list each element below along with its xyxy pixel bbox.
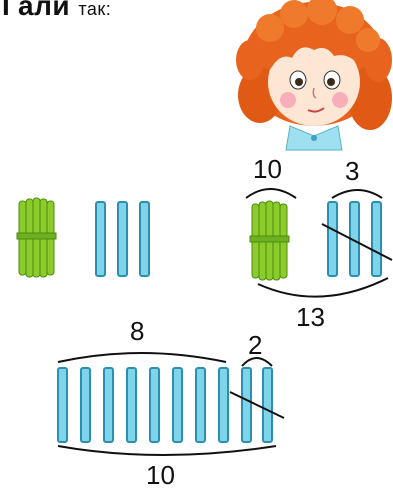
bundle-label: 10: [253, 156, 282, 182]
total-label-top: 13: [296, 304, 325, 330]
header-bold: Гали: [2, 0, 70, 21]
stick-bundle-right: [248, 198, 293, 283]
total-label-bottom: 10: [146, 462, 175, 488]
girl-with-red-hair-illustration: [230, 0, 393, 150]
bottom-sticks-group: [50, 340, 290, 470]
header-text: Гали так:: [2, 0, 111, 22]
loose-sticks-left: [92, 200, 162, 280]
loose-sticks-right: [322, 200, 393, 280]
header-small: так:: [78, 0, 111, 19]
stick-bundle-left: [15, 195, 60, 280]
